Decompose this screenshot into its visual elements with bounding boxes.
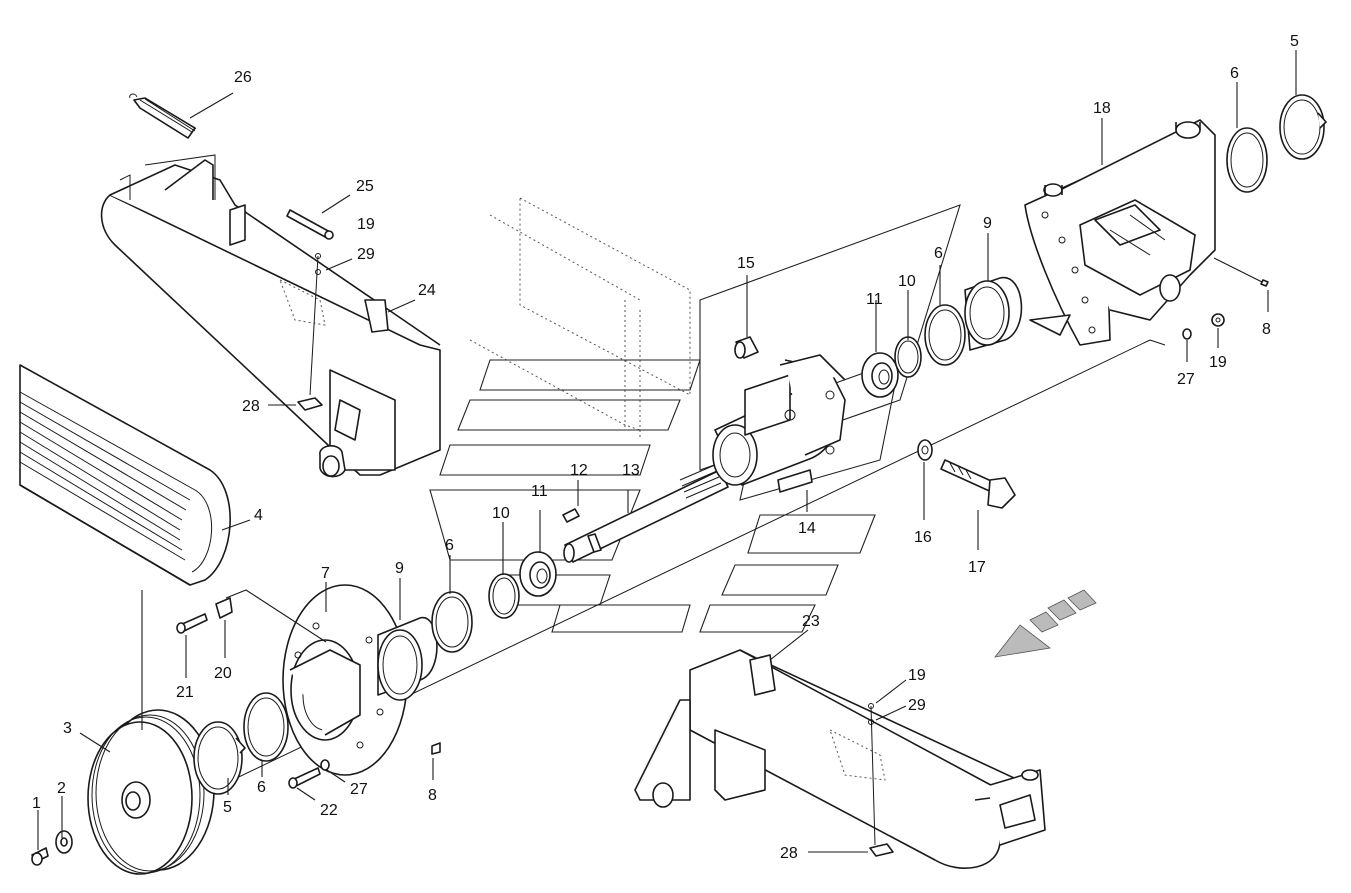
label-10-right: 10 <box>898 273 916 290</box>
label-25: 25 <box>356 178 374 195</box>
label-2: 2 <box>57 780 66 797</box>
small-hardware-left <box>176 597 441 789</box>
spring-part <box>129 93 197 139</box>
label-26: 26 <box>234 69 252 86</box>
label-22: 22 <box>320 802 338 819</box>
label-28-upper: 28 <box>242 398 260 415</box>
label-14: 14 <box>798 520 816 537</box>
flange-housing-part <box>282 584 408 776</box>
bushing-part <box>734 336 759 359</box>
label-19-lower: 19 <box>908 667 926 684</box>
snap-ring-left-part <box>488 573 520 619</box>
label-11-right: 11 <box>866 291 883 308</box>
label-15: 15 <box>737 255 755 272</box>
label-5-right: 5 <box>1290 33 1299 50</box>
square-nut-upper-part <box>297 253 323 411</box>
label-6-right: 6 <box>1230 65 1239 82</box>
label-1: 1 <box>32 795 41 812</box>
label-28-lower: 28 <box>780 845 798 862</box>
bearing-block-part <box>712 354 846 493</box>
square-nut-lower-part <box>868 703 894 857</box>
small-hardware-right <box>1182 279 1269 340</box>
label-19-upper: 19 <box>357 216 375 233</box>
label-7: 7 <box>321 565 330 582</box>
label-13: 13 <box>622 462 640 479</box>
label-23: 23 <box>802 613 820 630</box>
washer-and-bolt-parts <box>917 439 1016 509</box>
leader-lines <box>37 50 1297 853</box>
shim-ring-left-part <box>243 692 289 762</box>
right-gear-housing <box>1024 119 1216 346</box>
label-19-right: 19 <box>1209 354 1227 371</box>
label-20: 20 <box>214 665 232 682</box>
long-bolt-part <box>286 209 334 240</box>
shim-ring-right-part <box>1226 127 1268 193</box>
drive-belt-part <box>19 364 231 586</box>
snap-ring-right-part <box>894 336 922 378</box>
label-8-right: 8 <box>1262 321 1271 338</box>
background-frame-ghost <box>469 197 691 440</box>
sleeve-left-part <box>377 617 438 701</box>
pulley-part <box>87 709 215 875</box>
label-11-left: 11 <box>531 483 548 500</box>
circlip-left-part <box>193 721 246 795</box>
bolt-and-washer-parts <box>31 830 73 866</box>
part-number-labels: 1 2 3 4 5 6 7 8 9 6 10 11 12 13 14 15 16… <box>32 33 1299 862</box>
label-29-upper: 29 <box>357 246 375 263</box>
label-5-left: 5 <box>223 799 232 816</box>
label-12: 12 <box>570 462 588 479</box>
label-6-midright: 6 <box>934 245 943 262</box>
upper-belt-housing <box>100 154 441 478</box>
label-17: 17 <box>968 559 986 576</box>
label-4: 4 <box>254 507 263 524</box>
shim-ring-midright-part <box>924 304 966 366</box>
label-16: 16 <box>914 529 932 546</box>
label-18: 18 <box>1093 100 1111 117</box>
bearing-left-part <box>519 551 557 597</box>
travel-direction-arrow-icon <box>994 589 1097 658</box>
label-21: 21 <box>176 684 194 701</box>
label-9-left: 9 <box>395 560 404 577</box>
label-9-right: 9 <box>983 215 992 232</box>
label-6-left: 6 <box>257 779 266 796</box>
label-6-midleft: 6 <box>445 537 454 554</box>
shim-ring-midleft-part <box>431 591 473 653</box>
key-part <box>562 508 580 523</box>
bearing-right-part <box>861 352 899 398</box>
label-27-right: 27 <box>1177 371 1195 388</box>
sleeve-right-part <box>964 277 1023 351</box>
ghost-logo-shape <box>429 204 961 633</box>
circlip-right-part <box>1279 94 1327 160</box>
label-3: 3 <box>63 720 72 737</box>
label-27-left: 27 <box>350 781 368 798</box>
label-29-lower: 29 <box>908 697 926 714</box>
label-10-left: 10 <box>492 505 510 522</box>
shaft-part <box>563 464 729 563</box>
lower-right-housing <box>634 649 1046 869</box>
label-8-left: 8 <box>428 787 437 804</box>
label-24: 24 <box>418 282 436 299</box>
